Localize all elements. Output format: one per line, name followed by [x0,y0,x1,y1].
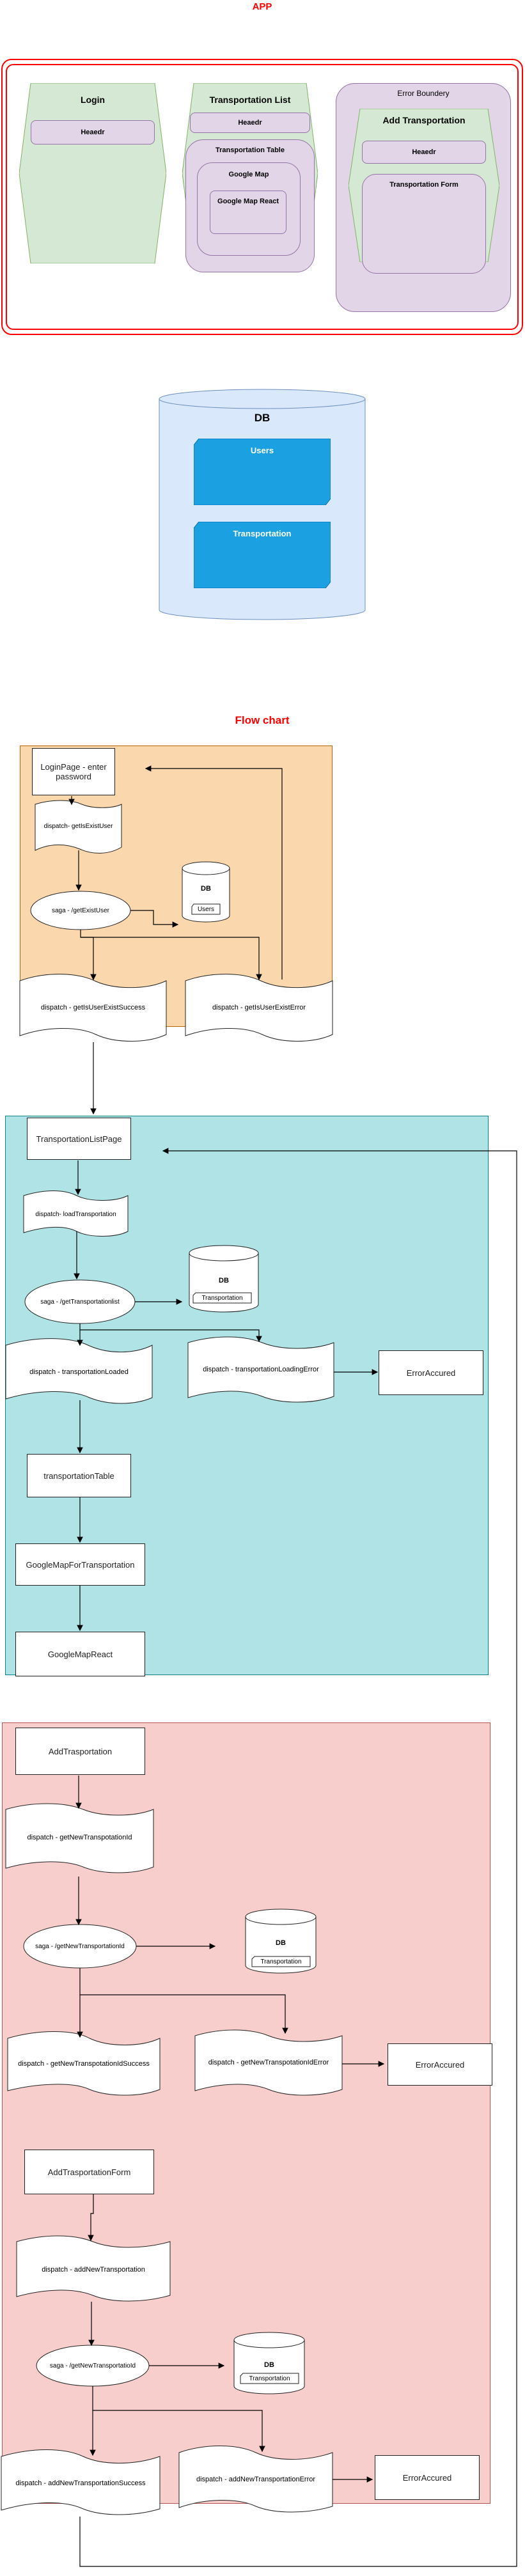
add-db1-label: DB [276,1939,286,1947]
dispatch-get-new-transportation-id-error: dispatch - getNewTranspotationIdError [208,2059,329,2066]
transportation-form [362,174,486,274]
add-error-accured-box-1: ErrorAccured [388,2043,492,2086]
transportation-list-header: Heaedr [190,113,310,133]
add-transportation-form-box: AddTrasportationForm [24,2150,154,2194]
google-map-react-box: GoogleMapReact [15,1632,145,1676]
dispatch-add-new-transportation-success: dispatch - addNewTransportationSuccess [15,2479,146,2487]
list-error-accured-box: ErrorAccured [379,1350,483,1395]
app-frame-inner [6,64,519,330]
dispatch-user-exist-error: dispatch - getIsUserExistError [212,1004,306,1011]
login-db-users: Users [197,905,215,913]
add-db2-label: DB [264,2361,274,2369]
dispatch-get-is-exist-user: dispatch- getIsExistUser [43,822,113,830]
db-transportation-tile [194,522,331,588]
db-transportation-label: Transportation [233,528,292,538]
google-map-label: Google Map [228,171,269,178]
dispatch-get-new-transportation-id-success: dispatch - getNewTranspotationIdSuccess [18,2060,150,2068]
dispatch-transportation-loaded: dispatch - transportationLoaded [29,1368,129,1376]
dispatch-load-transportation: dispatch- loadTransportation [35,1210,116,1218]
app-frame-outer [1,59,523,335]
add-db1-transportation: Transportation [260,1958,302,1965]
dispatch-transportation-loading-error: dispatch - transportationLoadingError [203,1366,319,1373]
saga-get-new-transportation-id: saga - /getNewTransportationId [35,1942,125,1950]
db-users-tile [194,439,331,505]
saga-add-new-transportation: saga - /getNewTransportatioId [49,2362,136,2369]
add-error-accured-box-2: ErrorAccured [375,2455,480,2500]
transportation-list-page-box: TransportationListPage [27,1118,131,1160]
saga-get-exist-user: saga - /getExistUser [51,907,110,914]
dispatch-add-new-transportation: dispatch - addNewTransportation [42,2266,145,2274]
transportation-form-label: Transportation Form [389,181,458,189]
list-db-transportation: Transportation [201,1294,243,1302]
error-boundary-label: Error Boundery [397,89,450,98]
add-transportation-page-box: AddTrasportation [15,1728,145,1775]
dispatch-user-exist-success: dispatch - getIsUserExistSuccess [40,1004,146,1011]
flow-title: Flow chart [235,714,290,726]
saga-get-transportation-list: saga - /getTransportationlist [40,1298,120,1306]
transportation-list-title: Transportation List [209,95,291,105]
db-users-label: Users [250,445,274,455]
dispatch-add-new-transportation-error: dispatch - addNewTransportationError [196,2476,316,2483]
db-title: DB [254,412,270,424]
google-map-react-label: Google Map React [217,198,279,205]
add-db2-transportation: Transportation [249,2375,290,2382]
login-title: Login [80,95,106,105]
google-map-react [210,191,286,234]
login-header: Heaedr [31,120,155,144]
dispatch-get-new-transportation-id: dispatch - getNewTranspotationId [27,1834,132,1841]
add-transportation-title: Add Transportation [382,115,466,125]
transportation-table-label: Transportation Table [215,146,285,154]
app-title: APP [252,1,272,12]
list-db-label: DB [219,1277,229,1284]
transportation-table-box: transportationTable [27,1454,131,1497]
login-db-label: DB [201,885,211,893]
add-transportation-header: Heaedr [362,141,486,164]
login-page-box: LoginPage - enter password [32,748,115,795]
google-map-for-transportation-box: GoogleMapForTransportation [15,1543,145,1586]
